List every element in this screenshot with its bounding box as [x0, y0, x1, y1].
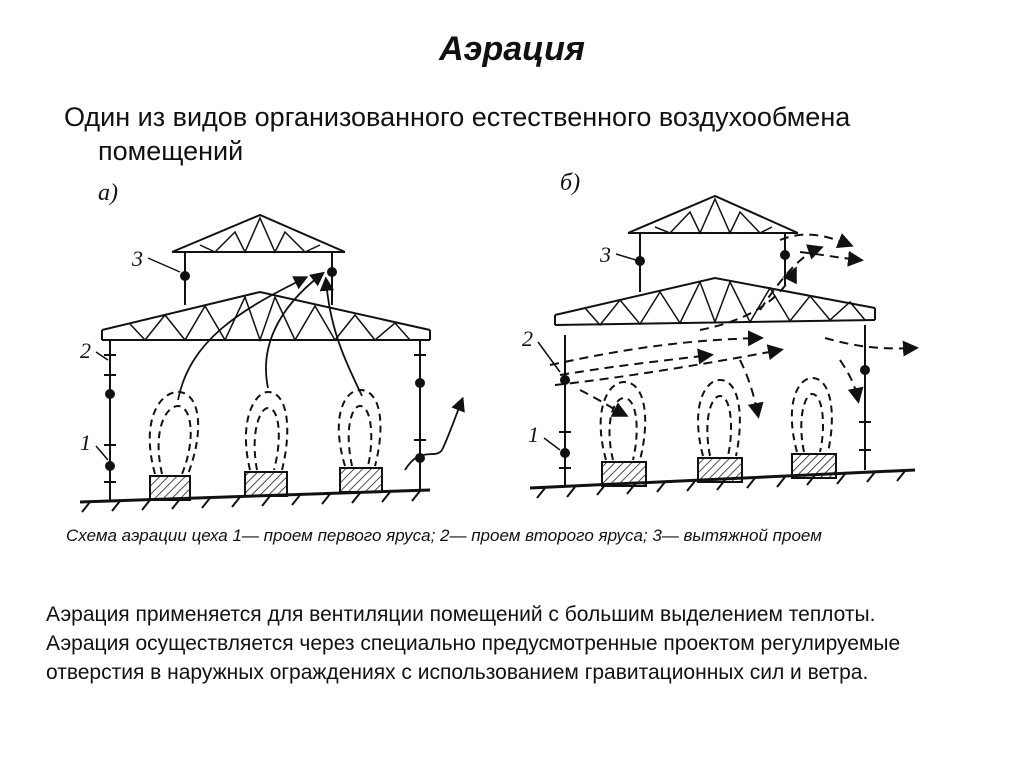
opening-2-left-a [105, 389, 115, 399]
exhaust-vent-3-left-a [180, 271, 190, 281]
callout-3-b: 3 [599, 242, 611, 267]
heat-source-b-2 [697, 457, 743, 483]
page-title: Аэрация [439, 30, 585, 68]
main-truss-a [101, 290, 431, 343]
wind-current-b-7 [799, 250, 864, 267]
callout-2-a: 2 [80, 338, 91, 363]
body-text: Аэрация применяется для вентиляции помещ… [46, 600, 986, 687]
wind-current-b-10 [739, 359, 764, 419]
airflow-arrow-a-2 [265, 271, 325, 389]
plume-a-3 [337, 388, 382, 467]
airflow-arrow-a-1 [177, 276, 309, 401]
panel-a-label: а) [98, 180, 118, 206]
heat-source-a-3 [339, 467, 383, 493]
wind-current-b-1 [549, 330, 764, 366]
wind-current-b-6 [779, 233, 854, 248]
panel-b-label: б) [560, 170, 580, 196]
plume-b-2 [697, 378, 741, 457]
plume-b-1 [599, 380, 647, 461]
subtitle-line-1: Один из видов организованного естественн… [64, 102, 851, 132]
airflow-arrow-a-4 [404, 396, 465, 471]
opening-1-left-a [105, 461, 115, 471]
heat-source-a-1 [149, 475, 191, 501]
wind-current-b-2 [559, 348, 714, 376]
plume-a-1 [148, 390, 200, 475]
exhaust-vent-3-right-b [780, 250, 790, 260]
wind-current-b-4 [699, 266, 797, 331]
wind-current-b-3 [554, 344, 784, 386]
callout-3-a: 3 [131, 246, 143, 271]
plume-b-3 [790, 376, 833, 453]
opening-1-left-b [560, 448, 570, 458]
panel-a: а) [79, 180, 465, 513]
heat-source-b-3 [791, 453, 837, 479]
exhaust-vent-3-right-a [327, 267, 337, 277]
callout-1-b: 1 [528, 422, 539, 447]
aeration-diagram: а) [79, 170, 919, 513]
subtitle-line-2: помещений [98, 136, 244, 166]
figure-caption: Схема аэрации цеха 1— проем первого ярус… [66, 526, 822, 545]
opening-2-right-b [860, 365, 870, 375]
plume-a-2 [245, 390, 289, 471]
body-paragraph-2: Аэрация осуществляется через специально … [46, 632, 901, 684]
callout-2-b: 2 [522, 326, 533, 351]
exhaust-vent-3-left-b [635, 256, 645, 266]
subtitle: Один из видов организованного естественн… [64, 100, 1004, 168]
opening-2-right-a [415, 378, 425, 388]
body-paragraph-1: Аэрация применяется для вентиляции помещ… [46, 603, 876, 626]
wind-current-b-9 [579, 389, 629, 417]
main-truss-b [554, 276, 876, 327]
panel-b: б) [522, 170, 919, 499]
wind-current-b-8 [824, 337, 919, 357]
opening-2-left-b [560, 375, 570, 385]
airflow-arrow-a-3 [319, 276, 363, 397]
wind-current-b-11 [839, 359, 864, 404]
callout-1-a: 1 [80, 430, 91, 455]
heat-source-a-2 [244, 471, 288, 497]
heat-source-b-1 [601, 461, 647, 487]
wind-current-b-5 [759, 244, 824, 311]
